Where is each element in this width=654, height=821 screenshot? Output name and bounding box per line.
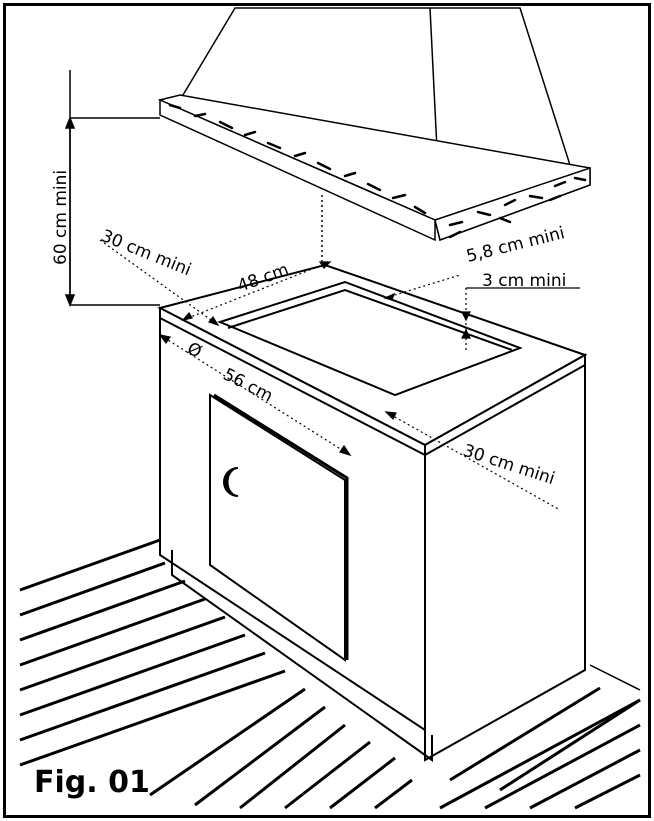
hood-height-label: 60 cm mini bbox=[51, 170, 71, 265]
cutout-depth-dimension bbox=[181, 261, 332, 321]
cutout-width-dimension bbox=[158, 334, 352, 457]
left-clearance-label: 30 cm mini bbox=[98, 226, 194, 280]
hood-width-label: 5,8 cm mini bbox=[464, 223, 566, 267]
wall-floor-line bbox=[589, 664, 641, 691]
cabinet-door bbox=[209, 393, 349, 662]
left-clearance-dimension bbox=[99, 239, 220, 327]
door-handle-icon bbox=[223, 467, 239, 497]
hob-cutout bbox=[217, 280, 523, 397]
hood-width-dimension bbox=[383, 274, 461, 301]
hood-height-dimension bbox=[64, 115, 160, 308]
floor-planks bbox=[19, 538, 641, 810]
edge-clearance-dimension bbox=[461, 287, 580, 352]
diagram-frame bbox=[3, 3, 651, 818]
figure-label: Fig. 01 bbox=[34, 765, 150, 800]
right-clearance-dimension bbox=[384, 411, 561, 511]
hood-base bbox=[157, 94, 591, 242]
edge-clearance-label: 3 cm mini bbox=[482, 271, 566, 291]
